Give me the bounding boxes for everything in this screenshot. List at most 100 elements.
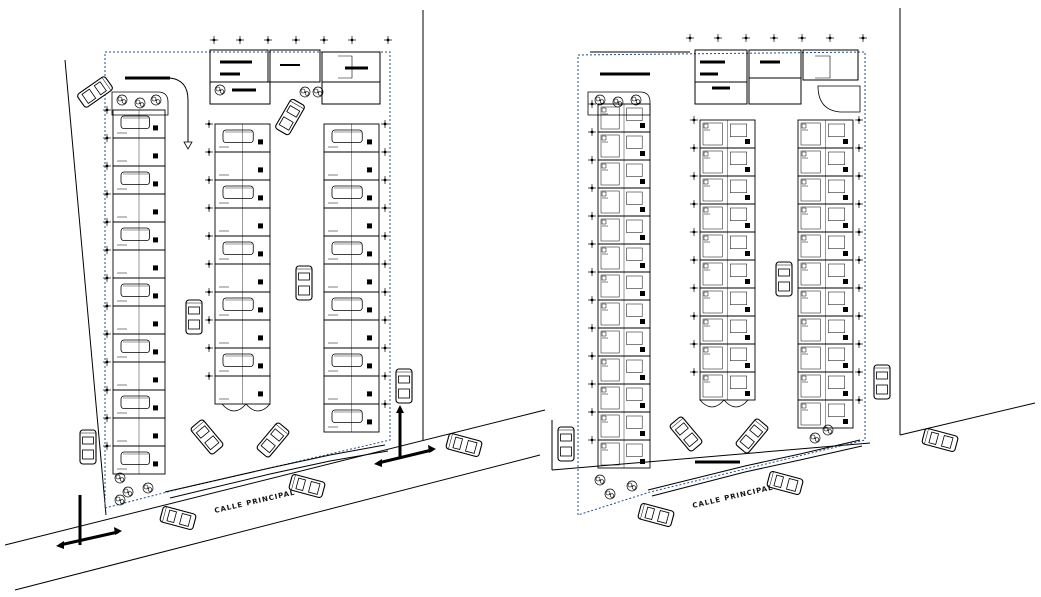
axis-arrows — [56, 405, 436, 549]
grid-axis-marker — [769, 33, 779, 43]
garden-top — [111, 91, 169, 116]
grid-axis-marker — [689, 227, 699, 237]
house-unit — [797, 287, 854, 317]
house-unit — [699, 119, 756, 149]
garden-center — [214, 84, 324, 98]
house-unit — [597, 159, 651, 189]
garden-bottom — [114, 472, 154, 506]
grid-axis-marker — [689, 283, 699, 293]
house-unit — [112, 221, 166, 251]
grid-axis-marker — [102, 245, 112, 255]
car-icon — [255, 421, 291, 459]
grid-axis-marker — [263, 35, 273, 45]
house-unit — [112, 389, 166, 419]
house-unit — [797, 175, 854, 205]
house-unit — [214, 319, 271, 349]
house-unit — [112, 277, 166, 307]
house-unit — [597, 439, 651, 469]
street-line — [4, 409, 546, 546]
house-unit — [597, 383, 651, 413]
house-unit — [112, 109, 166, 139]
house-unit — [699, 343, 756, 373]
grid-axis-marker — [102, 105, 112, 115]
car-icon — [873, 364, 891, 400]
grid-axis-marker — [380, 147, 390, 157]
grid-axis-marker — [204, 315, 214, 325]
grid-axis-marker — [587, 407, 597, 417]
grid-axis-marker — [380, 343, 390, 353]
grid-axis-marker — [102, 217, 112, 227]
grid-axis-marker — [587, 295, 597, 305]
grid-axis-marker — [854, 283, 864, 293]
grid-axis-marker — [854, 339, 864, 349]
house-row-east — [323, 119, 390, 433]
bay-window — [699, 399, 749, 408]
car-icon — [79, 429, 97, 465]
car-icon — [189, 418, 225, 456]
grid-axis-marker — [102, 301, 112, 311]
house-unit — [112, 445, 166, 475]
street-label: CALLE PRINCIPAL — [214, 489, 296, 515]
house-row-east — [797, 115, 864, 429]
house-unit — [699, 259, 756, 289]
house-unit — [112, 333, 166, 363]
house-unit — [323, 235, 380, 265]
house-unit — [323, 263, 380, 293]
house-row-west — [102, 105, 166, 475]
grid-axis-marker — [587, 379, 597, 389]
house-unit — [323, 347, 380, 377]
house-unit — [323, 179, 380, 209]
grid-axis-marker — [235, 35, 245, 45]
grid-axis-marker — [858, 33, 868, 43]
walkway — [164, 444, 386, 493]
grid-axis-marker — [380, 315, 390, 325]
house-unit — [323, 403, 380, 433]
house-unit — [112, 305, 166, 335]
house-unit — [214, 207, 271, 237]
site-plan-right: CALLE PRINCIPAL — [551, 8, 1036, 528]
grid-axis-marker — [689, 199, 699, 209]
grid-axis-marker — [854, 255, 864, 265]
house-unit — [112, 165, 166, 195]
house-unit — [214, 291, 271, 321]
grid-axis-marker — [380, 203, 390, 213]
grid-axis-marker — [102, 329, 112, 339]
house-unit — [112, 417, 166, 447]
grid-axis-marker — [689, 339, 699, 349]
grid-axis-marker — [854, 227, 864, 237]
house-unit — [597, 355, 651, 385]
street-line — [64, 59, 107, 516]
house-unit — [112, 137, 166, 167]
grid-axis-marker — [380, 371, 390, 381]
house-unit — [112, 361, 166, 391]
grid-axis-marker — [689, 171, 699, 181]
grid-axis-marker — [204, 287, 214, 297]
house-unit — [797, 259, 854, 289]
bay-window — [221, 403, 271, 412]
grid-axis-marker — [102, 441, 112, 451]
grid-axis-marker — [209, 35, 219, 45]
property-boundary — [577, 51, 866, 516]
house-unit — [797, 343, 854, 373]
grid-axis-marker — [383, 35, 393, 45]
grid-axis-marker — [102, 273, 112, 283]
grid-axis-marker — [380, 175, 390, 185]
house-unit — [214, 123, 271, 153]
grid-axis-marker — [291, 35, 301, 45]
walkway — [169, 450, 389, 499]
house-unit — [112, 193, 166, 223]
grid-axis-marker — [204, 259, 214, 269]
street-line — [14, 454, 541, 591]
grid-axis-marker — [204, 203, 214, 213]
house-unit — [214, 263, 271, 293]
grid-axis-marker — [380, 259, 390, 269]
house-unit — [699, 147, 756, 177]
grid-axis-marker — [204, 175, 214, 185]
car-icon — [668, 415, 704, 453]
grid-axis-marker — [854, 311, 864, 321]
grid-axis-marker — [854, 395, 864, 405]
grid-axis-marker — [825, 33, 835, 43]
house-row-west — [587, 99, 651, 469]
house-unit — [323, 319, 380, 349]
